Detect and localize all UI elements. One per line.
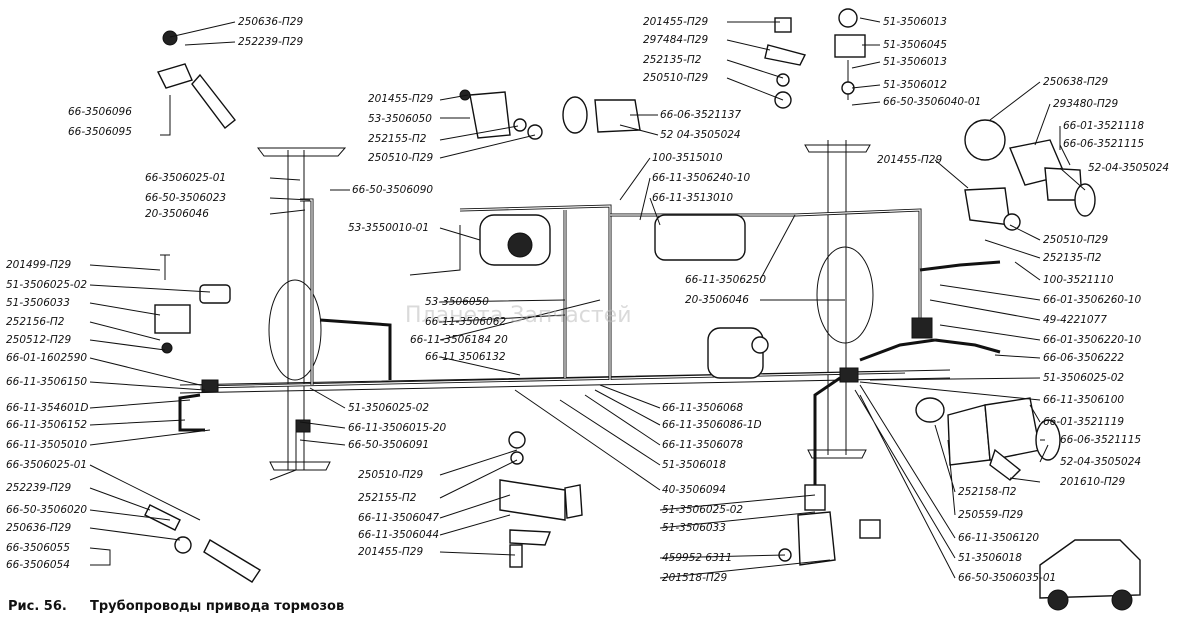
figure-caption: Трубопроводы привода тормозов [90, 599, 344, 614]
part-label: 53-3506050 [368, 113, 432, 125]
part-label: 66-01-3521119 [1043, 416, 1124, 428]
part-label: 20-3506046 [685, 294, 749, 306]
part-labels: 250636-П29 252239-П29 66-3506096 66-3506… [6, 16, 1169, 584]
part-label: 51-3506045 [883, 39, 947, 51]
part-label: 66-11-3506152 [6, 419, 87, 431]
part-label: 252155-П2 [358, 492, 417, 504]
part-label: 66-50-3506090 [352, 184, 433, 196]
part-label: 51-3506012 [883, 79, 947, 91]
part-label: 201610-П29 [1060, 476, 1125, 488]
part-label: 66-11-3506086-1D [662, 419, 762, 431]
figure-number: Рис. 56. [8, 599, 67, 614]
part-label: 250636-П29 [6, 522, 71, 534]
part-label: 252239-П29 [6, 482, 71, 494]
part-label: 66-01-3521118 [1063, 120, 1144, 132]
part-label: 66-3506025-01 [6, 459, 87, 471]
part-label: 459952 6311 [662, 552, 732, 564]
part-label: 53-3506050 [425, 296, 489, 308]
part-label: 252135-П2 [643, 54, 702, 66]
part-label: 66-06-3521115 [1060, 434, 1141, 446]
part-label: 66-50-3506020 [6, 504, 87, 516]
part-label: 52 04-3505024 [660, 129, 741, 141]
part-label: 66-50-3506035-01 [958, 572, 1056, 584]
part-label: 250510-П29 [358, 469, 423, 481]
part-label: 66-01-3506260-10 [1043, 294, 1142, 306]
part-label: 250510-П29 [643, 72, 708, 84]
part-label: 201518-П29 [662, 572, 727, 584]
part-label: 100-3521110 [1043, 274, 1114, 286]
part-label: 250636-П29 [238, 16, 303, 28]
part-label: 66-11-3506068 [662, 402, 743, 414]
part-label: 66-50-3506023 [145, 192, 226, 204]
part-label: 201499-П29 [6, 259, 71, 271]
part-label: 250510-П29 [368, 152, 433, 164]
part-label: 66-11-3506062 [425, 316, 506, 328]
part-label: 252158-П2 [958, 486, 1017, 498]
part-label: 51-3506013 [883, 16, 947, 28]
part-label: 297484-П29 [643, 34, 708, 46]
part-label: 20-3506046 [145, 208, 209, 220]
part-label: 250559-П29 [958, 509, 1023, 521]
part-label: 66-06-3521137 [660, 109, 741, 121]
part-label: 250638-П29 [1043, 76, 1108, 88]
part-label: 201455-П29 [368, 93, 433, 105]
part-label: 66-11-3506078 [662, 439, 743, 451]
part-label: 66-50-3506091 [348, 439, 429, 451]
part-label: 51-3506033 [662, 522, 726, 534]
part-label: 66-11-3506150 [6, 376, 87, 388]
part-label: 66-11-3513010 [652, 192, 733, 204]
brake-pipelines [178, 198, 1001, 485]
part-label: 252239-П29 [238, 36, 303, 48]
part-label: 293480-П29 [1053, 98, 1118, 110]
part-label: 252156-П2 [6, 316, 65, 328]
part-label: 66-50-3506040-01 [883, 96, 981, 108]
part-label: 66-06-3521115 [1063, 138, 1144, 150]
part-label: 201455-П29 [877, 154, 942, 166]
part-label: 66-11-354601D [6, 402, 88, 414]
part-label: 51-3506025-02 [1043, 372, 1124, 384]
part-label: 51-3506025-02 [662, 504, 743, 516]
part-label: 66-11-3506120 [958, 532, 1039, 544]
part-label: 66-3506055 [6, 542, 70, 554]
part-label: 51-3506025-02 [6, 279, 87, 291]
part-label: 53-3550010-01 [348, 222, 429, 234]
part-label: 51-3506025-02 [348, 402, 429, 414]
watermark: Планета Запчастей [405, 303, 632, 328]
part-label: 66-11 3506132 [425, 351, 506, 363]
part-label: 52-04-3505024 [1060, 456, 1141, 468]
part-label: 66-11-3506100 [1043, 394, 1124, 406]
part-label: 52-04-3505024 [1088, 162, 1169, 174]
part-label: 66-11-3505010 [6, 439, 87, 451]
part-label: 201455-П29 [358, 546, 423, 558]
part-label: 66-11-3506044 [358, 529, 439, 541]
part-label: 51-3506033 [6, 297, 70, 309]
part-label: 252135-П2 [1043, 252, 1102, 264]
part-label: 66-11-3506250 [685, 274, 766, 286]
part-label: 252155-П2 [368, 133, 427, 145]
part-label: 201455-П29 [643, 16, 708, 28]
part-label: 66-3506096 [68, 106, 132, 118]
part-label: 51-3506013 [883, 56, 947, 68]
part-label: 51-3506018 [958, 552, 1022, 564]
part-label: 66-3506095 [68, 126, 132, 138]
part-label: 66-01-3506220-10 [1043, 334, 1142, 346]
brake-components [144, 8, 1096, 583]
part-label: 49-4221077 [1043, 314, 1107, 326]
part-label: 66-3506054 [6, 559, 70, 571]
part-label: 66-01-1602590 [6, 352, 87, 364]
part-label: 66-3506025-01 [145, 172, 226, 184]
part-label: 66-11-3506047 [358, 512, 439, 524]
vehicle-thumbnail-icon [1039, 539, 1141, 611]
part-label: 66-11-3506184 20 [410, 334, 508, 346]
part-label: 66-11-3506240-10 [652, 172, 751, 184]
part-label: 66-06-3506222 [1043, 352, 1124, 364]
part-label: 250512-П29 [6, 334, 71, 346]
part-label: 66-11-3506015-20 [348, 422, 447, 434]
part-label: 51-3506018 [662, 459, 726, 471]
part-label: 100-3515010 [652, 152, 723, 164]
part-label: 40-3506094 [662, 484, 726, 496]
leader-lines [89, 17, 1086, 579]
part-label: 250510-П29 [1043, 234, 1108, 246]
